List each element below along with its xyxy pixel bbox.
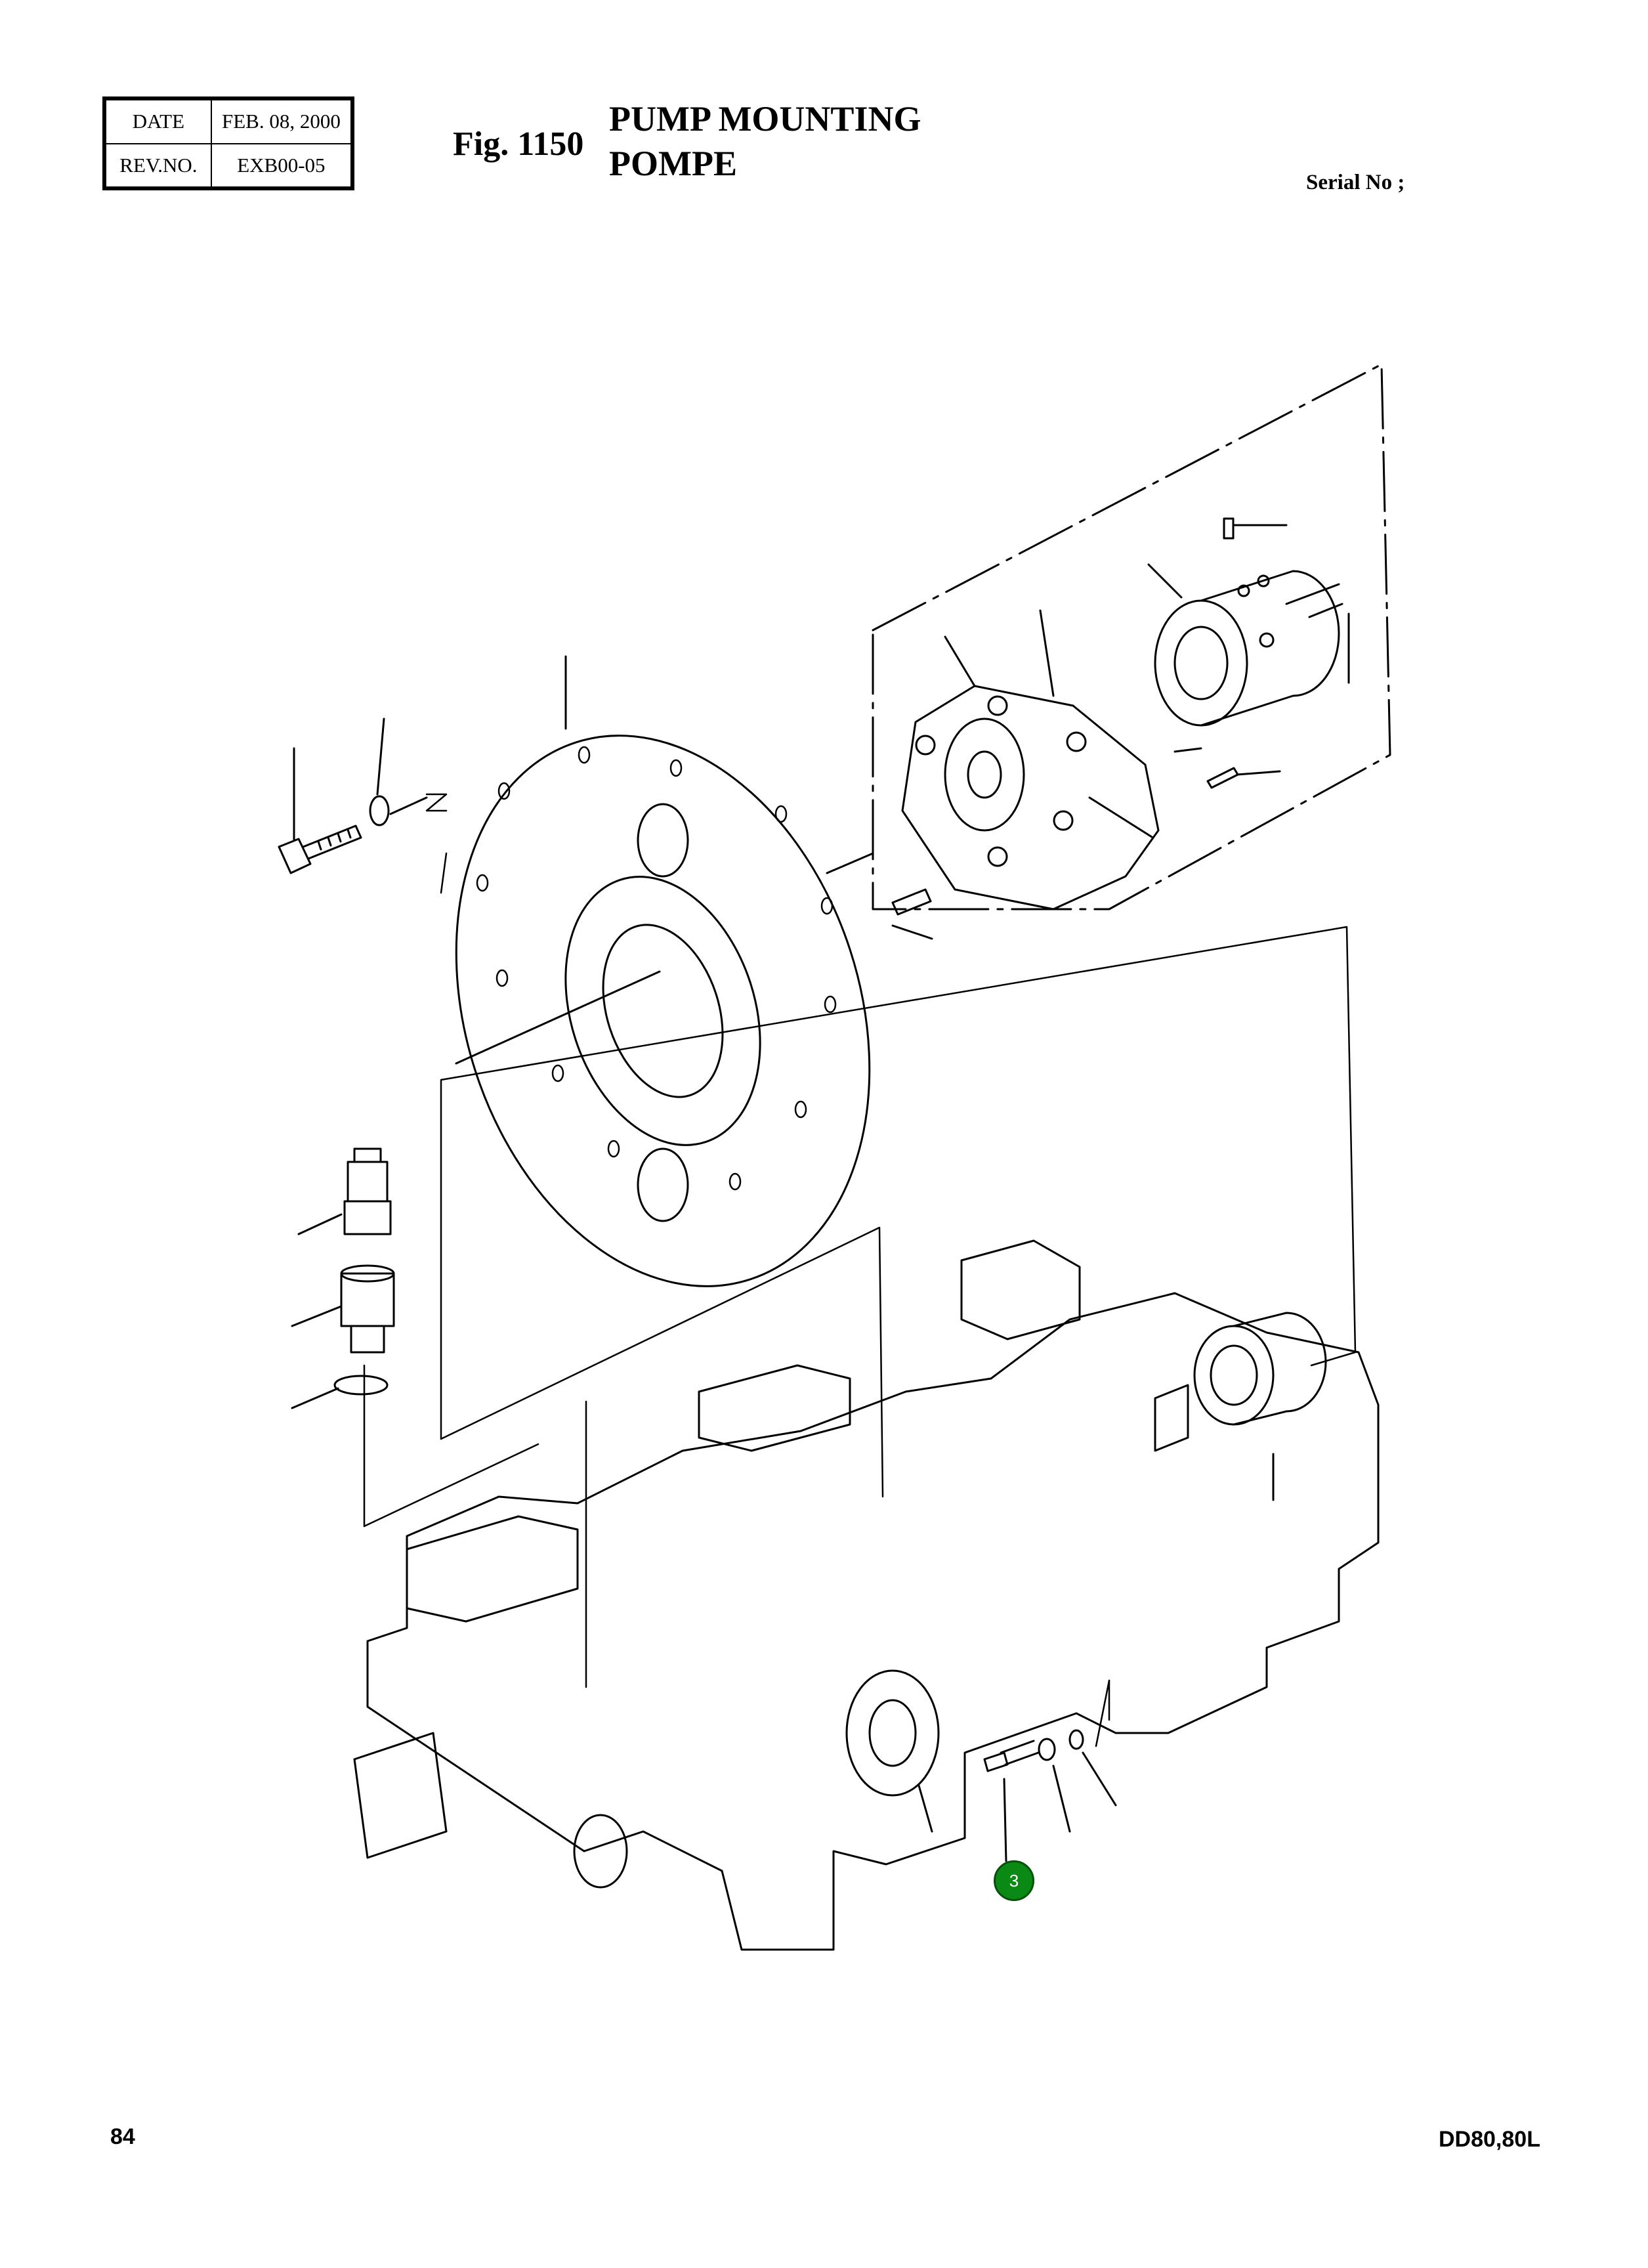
date-value: FEB. 08, 2000 <box>210 99 352 144</box>
flange-bolt <box>278 717 428 874</box>
model-designation: DD80,80L <box>1439 2127 1540 2152</box>
rev-value: EXB00-05 <box>210 142 352 188</box>
coupling-group-boundary <box>826 363 1391 910</box>
serial-number-label: Serial No ; <box>1306 171 1405 194</box>
flange-plate <box>455 655 871 1287</box>
revision-table: DATE FEB. 08, 2000 REV.NO. EXB00-05 <box>105 99 352 188</box>
figure-number: Fig. 1150 <box>453 125 584 163</box>
rev-label: REV.NO. <box>105 142 212 188</box>
title-french: POMPE <box>609 144 737 183</box>
date-label: DATE <box>105 99 212 144</box>
coupling-hub <box>1147 517 1350 789</box>
fittings <box>291 1147 395 1409</box>
page-number: 84 <box>110 2124 135 2149</box>
flexible-coupling <box>891 609 1160 940</box>
spacer-ring <box>1193 1312 1327 1501</box>
title-english: PUMP MOUNTING <box>609 99 921 139</box>
callout-badge[interactable]: 3 <box>994 1860 1034 1901</box>
revision-info-box: DATE FEB. 08, 2000 REV.NO. EXB00-05 <box>102 96 354 190</box>
callout-leader <box>1003 1778 1007 1862</box>
assembly-phantom-lines <box>363 793 1357 1747</box>
hydraulic-pump-assembly <box>353 1239 1380 1951</box>
